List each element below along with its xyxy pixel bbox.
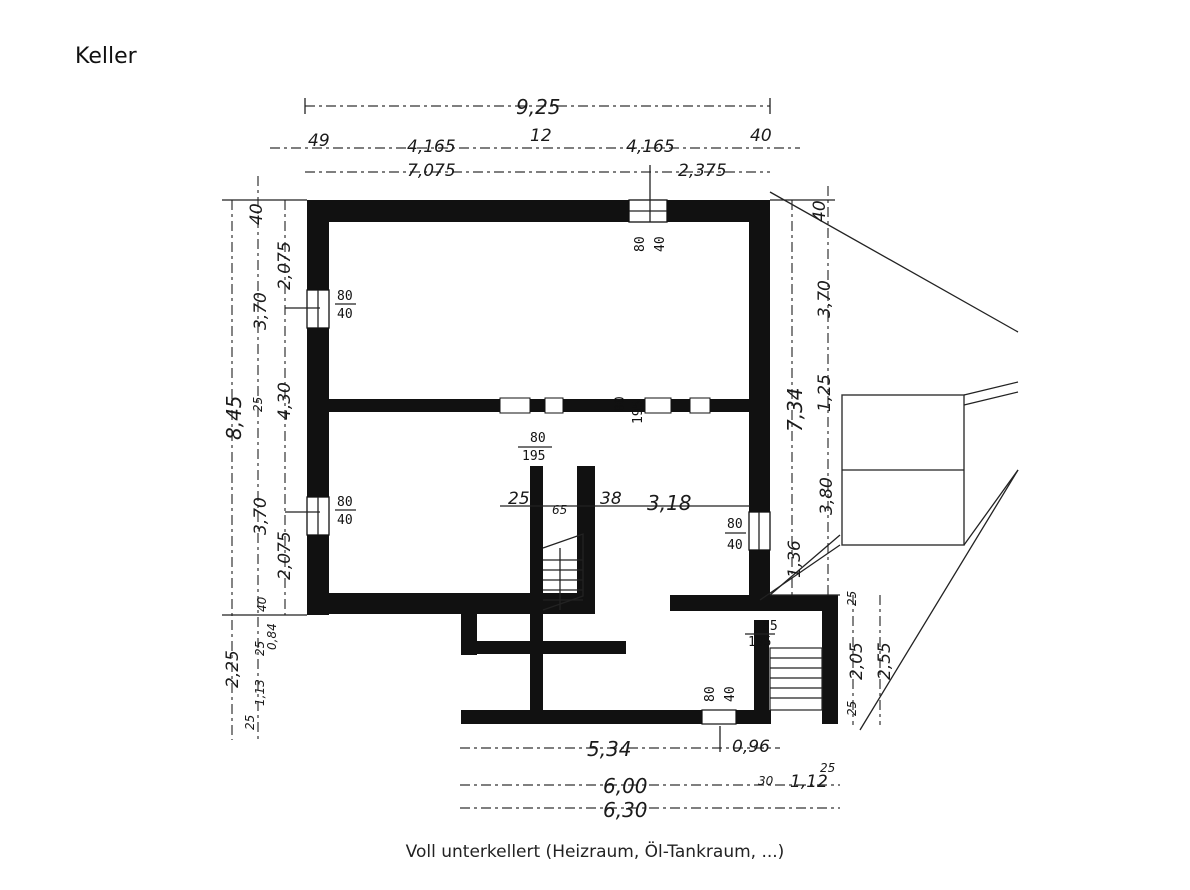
dim-right-6: 25: [845, 591, 859, 606]
wall-annex-inner: [754, 620, 769, 724]
dim-top-2: 4,165: [407, 137, 456, 157]
label-door-mid-a: 80: [613, 396, 628, 412]
label-door-annex-a: 85: [762, 619, 778, 634]
dim-right-7: 2,05: [847, 642, 867, 680]
dim-left-9: 0,84: [265, 623, 279, 650]
label-window-annex-b: 40: [723, 686, 738, 702]
dim-left-total: 8,45: [222, 395, 246, 440]
dim-bottom-6: 25: [820, 761, 835, 775]
dim-right-8: 2,55: [875, 642, 895, 680]
dim-left-4: 25: [251, 397, 265, 412]
label-door-center-a: 80: [530, 431, 546, 446]
wall-south-right: [670, 595, 838, 611]
dim-left-11: 1,13: [253, 679, 267, 706]
dim-left-13: 25: [243, 715, 257, 730]
label-window-annex-a: 80: [703, 686, 718, 702]
dim-bottom-1: 5,34: [587, 737, 632, 761]
dim-bottom-4: 30: [758, 774, 774, 788]
dim-top2-1: 7,075: [407, 161, 456, 181]
dim-int-2: 65: [552, 503, 567, 517]
dim-bottom-5: 1,12: [790, 772, 828, 792]
wall-stair-left: [530, 466, 543, 716]
wall-south-left: [307, 593, 597, 614]
label-window-left-upper-a: 80: [337, 289, 353, 304]
dim-left-3: 3,70: [251, 292, 271, 330]
dim-top-total: 9,25: [516, 95, 561, 119]
wall-middle: [329, 399, 749, 412]
label-door-mid-b: 195: [631, 401, 646, 424]
dim-left-10: 2,25: [223, 650, 243, 688]
dim-bottom-7: 6,30: [603, 798, 648, 822]
label-window-right-a: 80: [727, 517, 743, 532]
wall-annex-east: [822, 595, 838, 724]
label-window-left-upper-b: 40: [337, 307, 353, 322]
dim-left-1: 40: [247, 203, 267, 225]
label-door-annex-b: 195: [748, 635, 771, 650]
dim-left-5: 4,30: [275, 382, 295, 420]
wall-west: [307, 200, 329, 615]
label-window-left-lower-a: 80: [337, 495, 353, 510]
label-window-top-a: 80: [633, 236, 648, 252]
label-window-left-lower-b: 40: [337, 513, 353, 528]
dim-right-1: 40: [810, 200, 830, 222]
plan-caption: Voll unterkellert (Heizraum, Öl-Tankraum…: [405, 842, 785, 862]
dim-right-4: 3,80: [817, 477, 837, 515]
dimension-lines: [222, 98, 881, 809]
label-window-right-b: 40: [727, 538, 743, 553]
dim-int-3: 38: [600, 489, 622, 509]
wall-corner: [750, 580, 770, 600]
dim-left-8: 40: [255, 596, 269, 612]
dim-left-12: 25: [253, 641, 267, 656]
dim-right-2: 3,70: [815, 280, 835, 318]
dim-top-5: 40: [750, 126, 772, 146]
dim-int-4: 3,18: [647, 491, 692, 515]
dim-left-2: 2,075: [275, 241, 295, 290]
dim-right-3: 1,25: [815, 374, 835, 412]
dimension-labels: 9,25 49 4,165 12 4,165 40 7,075 2,375 8,…: [222, 95, 895, 822]
dim-top-3: 12: [530, 126, 552, 146]
dim-right-9: 25: [845, 701, 859, 716]
openings: [306, 199, 771, 725]
dim-bottom-2: 0,96: [732, 737, 770, 757]
opening-labels: 80 40 80 40 80 40 80 195 80 195 80 40 85…: [335, 236, 778, 702]
label-door-center-b: 195: [522, 449, 545, 464]
dim-top-4: 4,165: [626, 137, 675, 157]
wall-annex-south: [461, 710, 771, 724]
dim-top-1: 49: [308, 131, 330, 151]
wall-stair-right: [577, 466, 595, 596]
dim-int-1: 25: [508, 489, 530, 509]
wall-east: [749, 200, 770, 595]
stair-annex: [769, 647, 823, 711]
wall-annex-mid: [461, 641, 626, 654]
stair-main: [542, 533, 584, 611]
dim-right-5: 1,36: [785, 540, 805, 578]
label-window-top-b: 40: [653, 236, 668, 252]
exterior-outline: [769, 191, 1019, 731]
dim-left-6: 3,70: [251, 497, 271, 535]
dim-top2-2: 2,375: [678, 161, 727, 181]
dim-right-total: 7,34: [783, 387, 807, 432]
dim-left-7: 2,075: [275, 531, 295, 580]
page-title: Keller: [75, 44, 137, 69]
dim-bottom-3: 6,00: [603, 774, 648, 798]
wall-north: [307, 200, 769, 222]
